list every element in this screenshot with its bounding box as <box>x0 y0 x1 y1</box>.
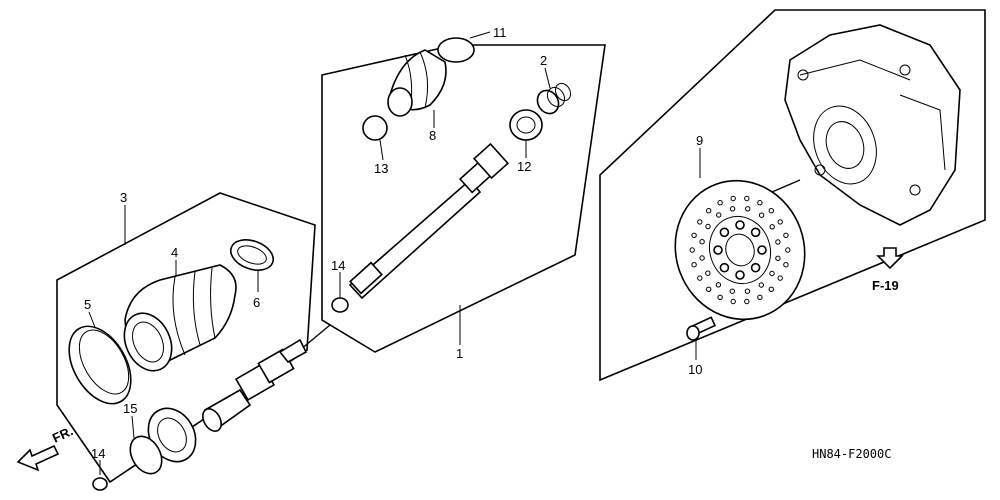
part-8-shaft-boot <box>387 49 447 117</box>
disc-bolt-hole <box>735 220 745 230</box>
callout-3: 3 <box>120 190 127 205</box>
disc-vent-hole <box>785 247 791 253</box>
callout-9: 9 <box>696 133 703 148</box>
final-gear-hub <box>784 24 961 226</box>
disc-vent-hole <box>768 286 774 292</box>
disc-vent-hole <box>729 288 735 294</box>
part-4-cv-boot <box>123 264 237 372</box>
disc-vent-hole <box>729 206 736 212</box>
hub-area-outline <box>599 9 986 382</box>
callout-6: 6 <box>253 295 260 310</box>
disc-vent-hole <box>717 200 723 206</box>
disc-vent-hole <box>777 275 783 281</box>
part-14-washer-upper <box>331 297 349 313</box>
callout-15: 15 <box>123 401 137 416</box>
disc-vent-hole <box>744 288 751 294</box>
disc-bolt-hole <box>750 262 761 273</box>
part-5-clamp-band <box>68 325 132 405</box>
disc-vent-hole <box>697 219 703 225</box>
callout-13: 13 <box>374 161 388 176</box>
disc-bolt-hole <box>719 262 730 273</box>
disc-bolt-hole <box>735 270 745 280</box>
disc-bolt-hole <box>757 245 767 255</box>
callout-2: 2 <box>540 53 547 68</box>
disc-vent-hole <box>783 262 789 268</box>
part-14-washer-lower <box>92 477 108 491</box>
callout-11: 11 <box>493 25 507 40</box>
leader-13 <box>379 139 384 161</box>
disc-vent-hole <box>769 270 775 277</box>
part-6-small-clamp <box>229 239 275 271</box>
part-11-o-ring <box>437 37 475 63</box>
disc-vent-hole <box>768 208 774 214</box>
disc-vent-hole <box>769 224 775 230</box>
disc-vent-hole <box>775 239 781 245</box>
disc-vent-hole <box>783 232 789 239</box>
disc-vent-hole <box>706 208 712 214</box>
leader-15 <box>131 415 135 439</box>
part-1-drive-shaft <box>348 142 510 300</box>
disc-bolt-hole <box>750 227 761 238</box>
callout-14-lower: 14 <box>91 446 105 461</box>
disc-vent-hole <box>745 206 751 212</box>
callout-5: 5 <box>84 297 91 312</box>
part-10-bolt <box>686 316 717 341</box>
part-15-seal <box>129 407 197 475</box>
part-13-ring <box>362 115 388 141</box>
disc-vent-hole <box>717 294 723 300</box>
universal-joint <box>202 338 308 432</box>
disc-vent-hole <box>758 282 764 288</box>
part-12-bearing <box>509 109 543 141</box>
disc-vent-hole <box>730 195 736 202</box>
callout-4: 4 <box>171 245 178 260</box>
disc-bolt-hole <box>713 245 723 255</box>
disc-vent-hole <box>744 195 750 202</box>
diagram-code: HN84-F2000C <box>812 447 891 461</box>
disc-vent-hole <box>758 212 765 218</box>
disc-vent-hole <box>706 286 712 292</box>
leader-2 <box>544 67 551 89</box>
f19-reference-arrow: F-19 <box>872 247 904 293</box>
part-9-brake-disc <box>674 179 806 321</box>
disc-vent-hole <box>689 247 695 253</box>
group-3-outline <box>56 192 316 484</box>
disc-vent-hole <box>716 212 722 218</box>
disc-vent-hole <box>777 219 783 225</box>
disc-vent-hole <box>757 200 763 206</box>
disc-vent-hole <box>705 270 711 276</box>
disc-vent-hole <box>744 298 750 305</box>
disc-vent-holes <box>689 195 791 305</box>
disc-bolt-hole <box>719 227 730 238</box>
front-direction-arrow: FR. <box>16 423 75 472</box>
callout-1: 1 <box>456 346 463 361</box>
f19-label: F-19 <box>872 278 899 293</box>
disc-vent-hole <box>775 255 781 261</box>
disc-vent-hole <box>715 282 722 288</box>
disc-vent-hole <box>699 239 705 245</box>
axis-joint-shaft <box>299 324 331 351</box>
disc-vent-hole <box>757 294 763 300</box>
disc-vent-hole <box>697 275 703 281</box>
callout-10: 10 <box>688 362 702 377</box>
disc-vent-hole <box>699 255 705 261</box>
leader-11 <box>469 31 491 39</box>
disc-vent-hole <box>691 262 697 268</box>
callout-14-upper: 14 <box>331 258 345 273</box>
disc-vent-hole <box>691 232 697 239</box>
disc-vent-hole <box>730 298 736 305</box>
callout-8: 8 <box>429 128 436 143</box>
disc-vent-hole <box>705 223 711 230</box>
part-2-spring <box>536 82 572 115</box>
callout-12: 12 <box>517 159 531 174</box>
